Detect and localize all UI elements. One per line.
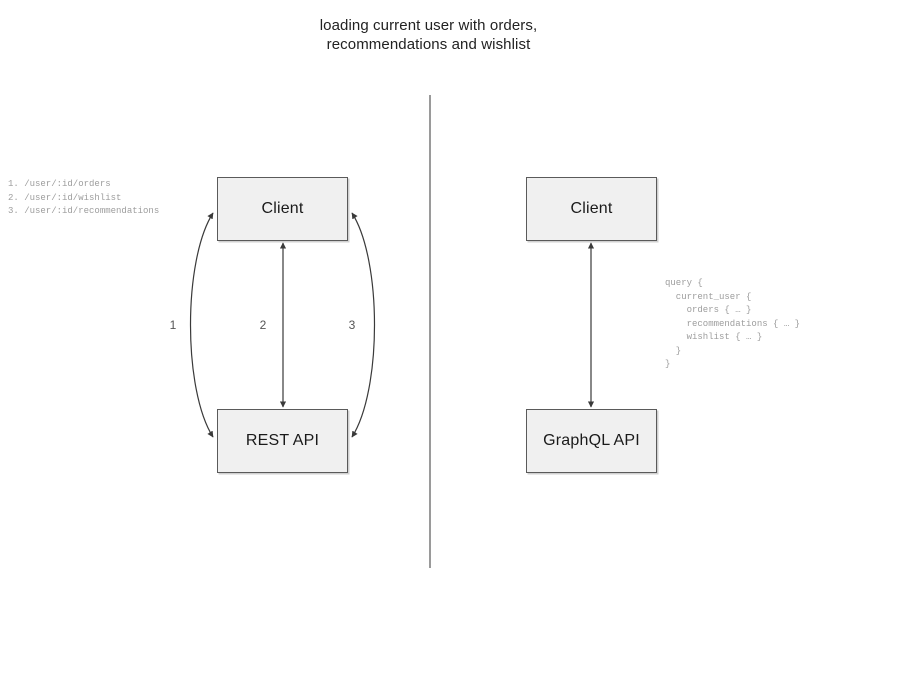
rest-edge-1-orders	[189, 212, 214, 438]
node-graphql-client-label: Client	[570, 200, 613, 217]
edge-label-2: 2	[259, 318, 267, 332]
graphql-query-block: query { current_user { orders { … } reco…	[665, 278, 801, 369]
edge-label-3: 3	[348, 318, 356, 332]
edge-label-1: 1	[169, 318, 177, 332]
rest-endpoint-list: 1. /user/:id/orders 2. /user/:id/wishlis…	[8, 179, 160, 216]
node-rest-client-label: Client	[261, 200, 304, 217]
node-rest-api-label: REST API	[245, 432, 320, 449]
node-rest-client[interactable]: Client	[217, 177, 348, 241]
node-graphql-api[interactable]: GraphQL API	[526, 409, 657, 473]
page-title: loading current user with orders, recomm…	[0, 16, 857, 54]
section-divider	[429, 95, 431, 568]
title-line-2: recommendations and wishlist	[326, 36, 531, 53]
title-line-1: loading current user with orders,	[319, 17, 538, 34]
node-graphql-client[interactable]: Client	[526, 177, 657, 241]
node-graphql-api-label: GraphQL API	[543, 432, 640, 449]
node-rest-api[interactable]: REST API	[217, 409, 348, 473]
